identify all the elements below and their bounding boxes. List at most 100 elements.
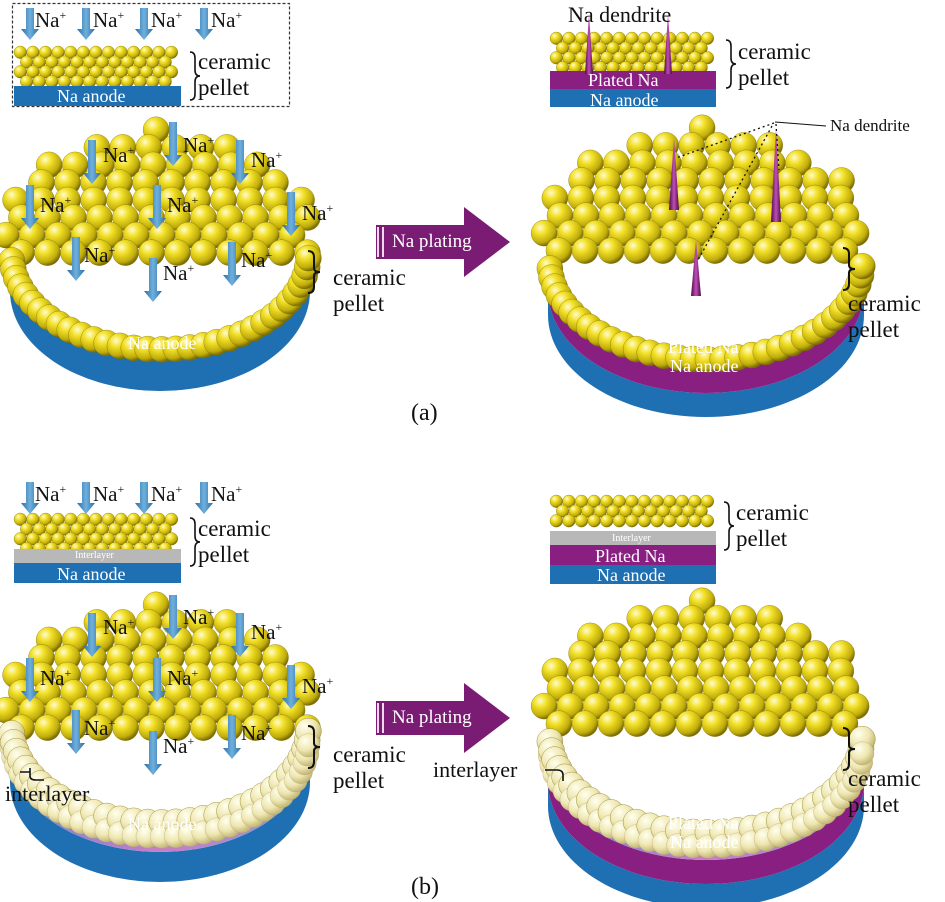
ceramic-grain <box>663 514 677 528</box>
process-arrow-b-stripe <box>377 703 379 733</box>
disc-b-ion-arrow <box>21 658 39 702</box>
ion-charge: + <box>235 482 243 496</box>
ceramic-grain <box>688 514 702 528</box>
ceramic-grain <box>675 237 703 264</box>
ion-text: Na <box>211 482 236 506</box>
ceramic-grain <box>831 710 859 737</box>
disc-b-ion-arrow <box>231 613 249 657</box>
ceramic-grain <box>805 237 833 264</box>
ceramic-grain <box>571 237 599 264</box>
inset-a-right-pellet-label: pellet <box>738 65 790 90</box>
ion-charge: + <box>235 8 243 22</box>
disc-b-ion-label: Na+ <box>241 722 272 744</box>
ion-charge: + <box>275 620 283 634</box>
disc-a-plated-label: Plated Na <box>668 337 739 357</box>
ceramic-grain <box>190 239 217 266</box>
ceramic-grain <box>849 252 876 280</box>
ceramic-grain <box>158 55 172 69</box>
ceramic-grain <box>701 710 729 737</box>
ion-text: Na <box>40 193 65 217</box>
ion-text: Na <box>103 143 128 167</box>
ceramic-grain <box>34 714 61 741</box>
dendrite-spike <box>771 128 781 222</box>
ceramic-grain <box>164 65 178 79</box>
disc-b-anode-label-right: Na anode <box>670 832 739 852</box>
ion-charge: + <box>175 482 183 496</box>
ion-charge: + <box>275 148 283 162</box>
inset-a-right-ceramic-layer <box>549 31 715 75</box>
inset-b-ion-label: Na+ <box>151 482 183 505</box>
disc-b-ion-arrow <box>148 658 166 702</box>
ceramic-grain <box>701 31 715 45</box>
ceramic-grain <box>597 237 625 264</box>
ion-text: Na <box>84 243 109 267</box>
disc-a-ion-label: Na+ <box>183 134 214 156</box>
inset-b-interlayer-bar <box>14 549 181 563</box>
ion-text: Na <box>35 482 60 506</box>
ceramic-grain <box>727 237 755 264</box>
ceramic-grain <box>164 532 178 546</box>
ion-charge: + <box>64 193 72 207</box>
ion-text: Na <box>251 620 276 644</box>
dendrite-spike <box>669 138 679 210</box>
disc-b-ion-arrow <box>282 665 300 709</box>
ceramic-grain <box>701 514 715 528</box>
disc-a-dendrite-label: Na dendrite <box>830 116 910 135</box>
ceramic-grain <box>831 237 859 264</box>
inset-b-brace <box>189 517 201 567</box>
ceramic-grain <box>190 714 217 741</box>
inset-b-plated-label: Plated Na <box>595 546 666 566</box>
inset-b-right-pellet-label: pellet <box>736 526 788 551</box>
disc-a-ion-arrow <box>231 140 249 184</box>
inset-a-ion-label: Na+ <box>151 9 182 31</box>
inset-b-pellet-label: ceramic <box>198 516 271 541</box>
inset-b-right-interlayer-bar <box>550 531 716 545</box>
disc-b-right-plated-layer <box>548 758 864 884</box>
inset-b-ion-label: Na+ <box>211 482 243 506</box>
ion-charge: + <box>59 8 67 22</box>
inset-a-ion-label: Na+ <box>35 8 67 31</box>
ion-text: Na <box>302 674 327 698</box>
ion-text: Na <box>211 8 236 32</box>
disc-a-ion-arrow <box>282 192 300 236</box>
inset-b-right-interlayer-label: Interlayer <box>612 533 651 544</box>
ion-text: Na <box>251 148 276 172</box>
dendrite-leader-line <box>675 122 780 261</box>
ceramic-grain <box>805 710 833 737</box>
disc-b-left-ceramic-grains <box>0 591 322 849</box>
inset-a-right-anode-bar <box>550 89 716 107</box>
disc-a-right-plated-layer <box>548 265 864 393</box>
process-arrow-b <box>376 683 510 753</box>
disc-b-right-interlayer-label: interlayer <box>433 757 518 782</box>
inset-a-ion-label: Na+ <box>93 9 124 31</box>
disc-b-left-anode-layer <box>10 752 310 882</box>
caption-b: (b) <box>411 874 439 900</box>
inset-b-anode-bar <box>14 563 181 583</box>
inset-b-ion-label: Na+ <box>93 483 124 505</box>
ion-charge: + <box>108 716 116 730</box>
inset-arrow <box>21 8 39 40</box>
ceramic-grain <box>549 514 563 528</box>
inset-a-anode-label-right: Na anode <box>590 90 659 110</box>
inset-a-right-brace <box>725 39 737 89</box>
ion-charge: + <box>59 482 67 496</box>
disc-b-ion-label: Na+ <box>84 716 116 739</box>
disc-a-ion-arrow <box>144 258 162 302</box>
ceramic-grain <box>701 51 715 65</box>
ion-text: Na <box>167 666 192 690</box>
disc-a-ion-label: Na+ <box>302 201 334 224</box>
ceramic-grain <box>675 710 703 737</box>
inset-a-anode-label: Na anode <box>57 86 126 106</box>
ceramic-grain <box>268 239 295 266</box>
disc-a-ion-label: Na+ <box>167 194 198 216</box>
disc-b-ion-arrow <box>223 715 241 759</box>
disc-b-ion-label: Na+ <box>167 666 199 690</box>
ion-charge: + <box>191 666 199 680</box>
dendrite-spike <box>691 240 701 296</box>
disc-b-pellet-label: pellet <box>333 768 385 793</box>
inset-dendrite-spike <box>585 14 593 74</box>
ceramic-grain <box>753 710 781 737</box>
ion-charge: + <box>326 201 334 215</box>
ceramic-grain <box>112 714 139 741</box>
process-arrow-a-stripe <box>377 227 379 257</box>
